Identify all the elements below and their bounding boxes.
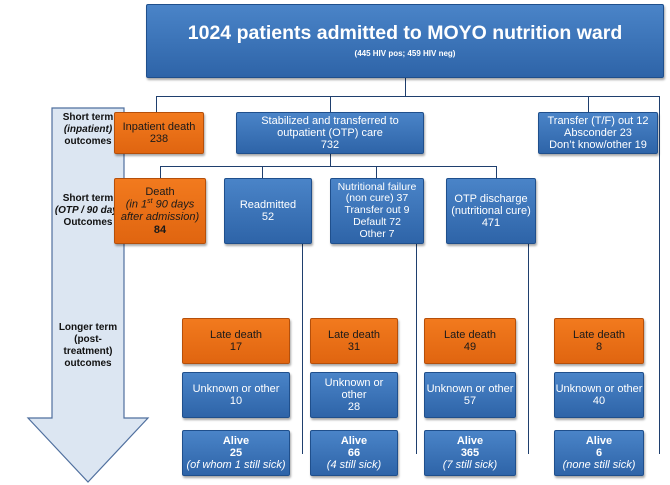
connector bbox=[496, 166, 497, 178]
connector bbox=[659, 96, 660, 454]
late-death-box: Late death 8 bbox=[554, 318, 644, 364]
stabilized-transferred-box: Stabilized and transferred to outpatient… bbox=[236, 112, 424, 154]
unknown-other-box: Unknown or other 57 bbox=[424, 372, 516, 418]
title-subtext: (445 HIV pos; 459 HIV neg) bbox=[354, 49, 456, 59]
inpatient-death-box: Inpatient death 238 bbox=[114, 112, 204, 154]
connector bbox=[262, 166, 263, 178]
row-label-otp: Short term (OTP / 90 day) Outcomes bbox=[54, 193, 122, 228]
alive-box: Alive 6 (none still sick) bbox=[554, 430, 644, 476]
unknown-other-box: Unknown or other 28 bbox=[310, 372, 398, 418]
unknown-other-box: Unknown or other 10 bbox=[182, 372, 290, 418]
connector bbox=[330, 153, 331, 166]
connector bbox=[528, 244, 529, 454]
otp-discharge-box: OTP discharge (nutritional cure) 471 bbox=[446, 178, 536, 244]
connector bbox=[416, 244, 417, 454]
transfer-absconder-box: Transfer (T/F) out 12 Absconder 23 Don’t… bbox=[538, 112, 658, 154]
connector bbox=[405, 78, 406, 96]
late-death-box: Late death 17 bbox=[182, 318, 290, 364]
connector bbox=[160, 166, 496, 167]
nutritional-failure-box: Nutritional failure (non cure) 37 Transf… bbox=[330, 178, 424, 244]
connector bbox=[302, 244, 303, 454]
row-label-inpatient: Short term (inpatient) outcomes bbox=[62, 112, 114, 147]
connector bbox=[376, 166, 377, 178]
alive-box: Alive 25 (of whom 1 still sick) bbox=[182, 430, 290, 476]
connector bbox=[588, 96, 589, 112]
late-death-box: Late death 31 bbox=[310, 318, 398, 364]
alive-box: Alive 66 (4 still sick) bbox=[310, 430, 398, 476]
readmitted-box: Readmitted 52 bbox=[224, 178, 312, 244]
late-death-box: Late death 49 bbox=[424, 318, 516, 364]
unknown-other-box: Unknown or other 40 bbox=[554, 372, 644, 418]
connector bbox=[156, 96, 659, 97]
connector bbox=[156, 96, 157, 112]
title-box: 1024 patients admitted to MOYO nutrition… bbox=[146, 4, 664, 78]
death-90-day-box: Death (in 1st 90 days after admission) 8… bbox=[114, 178, 206, 244]
connector bbox=[160, 166, 161, 178]
connector bbox=[330, 96, 331, 112]
alive-box: Alive 365 (7 still sick) bbox=[424, 430, 516, 476]
row-label-longer-term: Longer term (post- treatment) outcomes bbox=[58, 322, 118, 369]
title-text: 1024 patients admitted to MOYO nutrition… bbox=[187, 21, 623, 44]
